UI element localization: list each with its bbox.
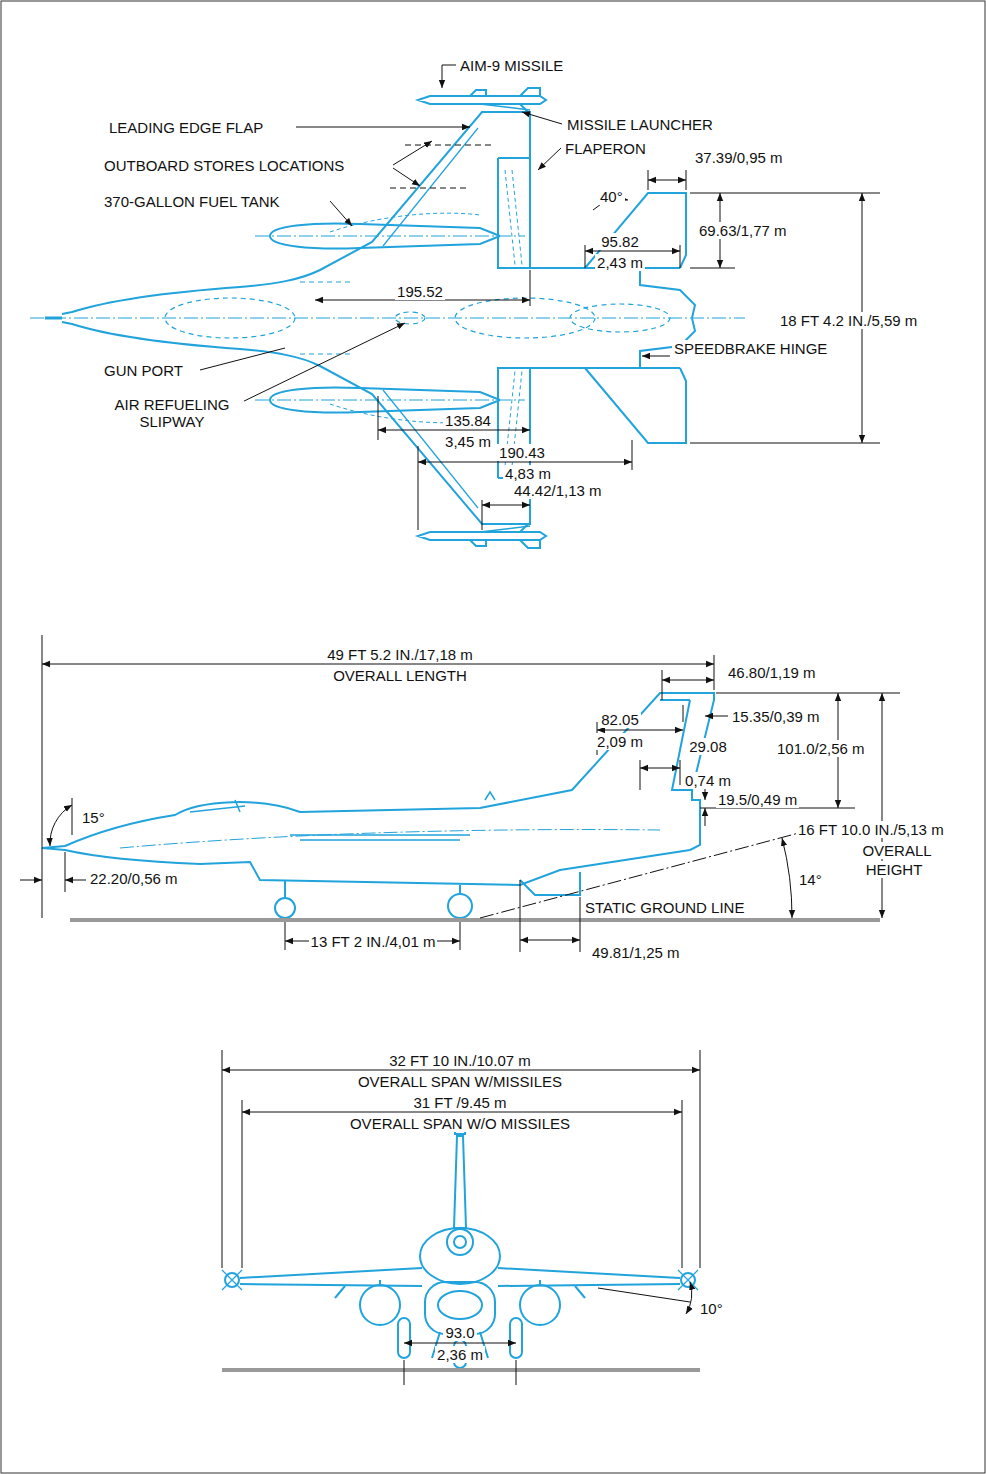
dimension-label: 135.84	[443, 412, 493, 429]
ground-line	[70, 918, 880, 922]
dimension-label: 19.5/0,49 m	[716, 791, 799, 808]
dimension-label: 69.63/1,77 m	[697, 222, 789, 239]
dimension-label: 195.52	[395, 283, 445, 300]
dimension-label: 3,45 m	[443, 433, 493, 450]
callout-label: MISSILE LAUNCHER	[565, 116, 715, 133]
dimension-label: 4,83 m	[503, 465, 553, 482]
dimension-label: 13 FT 2 IN./4,01 m	[309, 933, 438, 950]
note-label: HEIGHT	[864, 861, 925, 878]
plan-view-half	[62, 318, 695, 548]
note-label: STATIC GROUND LINE	[583, 899, 746, 916]
callout-label: LEADING EDGE FLAP	[107, 119, 265, 136]
dimension-label: 37.39/0,95 m	[693, 149, 785, 166]
side-dimensions	[20, 635, 900, 952]
dimension-label: 46.80/1,19 m	[726, 664, 818, 681]
note-label: OVERALL SPAN W/O MISSILES	[348, 1115, 572, 1132]
dimension-label: 44.42/1,13 m	[512, 482, 604, 499]
dimension-label: 49.81/1,25 m	[590, 944, 682, 961]
callout-label: AIR REFUELING SLIPWAY	[100, 396, 244, 431]
dimension-label: 32 FT 10 IN./10.07 m	[387, 1052, 532, 1069]
dimension-label: 93.0	[443, 1324, 476, 1341]
dimension-label: 31 FT /9.45 m	[411, 1094, 508, 1111]
dimension-label: 18 FT 4.2 IN./5,59 m	[778, 312, 919, 329]
dimension-label: 101.0/2,56 m	[775, 740, 867, 757]
callout-label: OUTBOARD STORES LOCATIONS	[102, 157, 346, 174]
callout-label: 370-GALLON FUEL TANK	[102, 193, 282, 210]
front-view	[222, 1124, 698, 1368]
callout-label: SPEEDBRAKE HINGE	[672, 340, 829, 357]
angle-label: 14°	[797, 871, 824, 888]
dimension-label: 95.82	[599, 233, 641, 250]
note-label: OVERALL	[860, 842, 933, 859]
plan-dimensions	[200, 65, 880, 530]
angle-label: 40°	[598, 188, 625, 205]
callout-label: AIM-9 MISSILE	[458, 57, 565, 74]
callout-label: GUN PORT	[102, 362, 185, 379]
dimension-label: 49 FT 5.2 IN./17,18 m	[325, 646, 475, 663]
ground-line	[222, 1368, 700, 1372]
note-label: OVERALL LENGTH	[331, 667, 469, 684]
side-view	[42, 693, 714, 918]
dimension-label: 15.35/0,39 m	[730, 708, 822, 725]
dimension-label: 82.05	[599, 711, 641, 728]
dimension-label: 22.20/0,56 m	[88, 870, 180, 887]
dimension-label: 2,09 m	[595, 733, 645, 750]
note-label: OVERALL SPAN W/MISSILES	[356, 1073, 564, 1090]
angle-label: 15°	[80, 809, 107, 826]
dimension-label: 29.08	[687, 738, 729, 755]
front-dimensions	[222, 1050, 700, 1385]
callout-label: FLAPERON	[563, 140, 648, 157]
dimension-label: 2,43 m	[595, 254, 645, 271]
dimension-label: 16 FT 10.0 IN./5,13 m	[796, 821, 946, 838]
dimension-label: 0,74 m	[683, 772, 733, 789]
dimension-label: 2,36 m	[435, 1346, 485, 1363]
angle-label: 10°	[698, 1300, 725, 1317]
dimension-label: 190.43	[497, 444, 547, 461]
